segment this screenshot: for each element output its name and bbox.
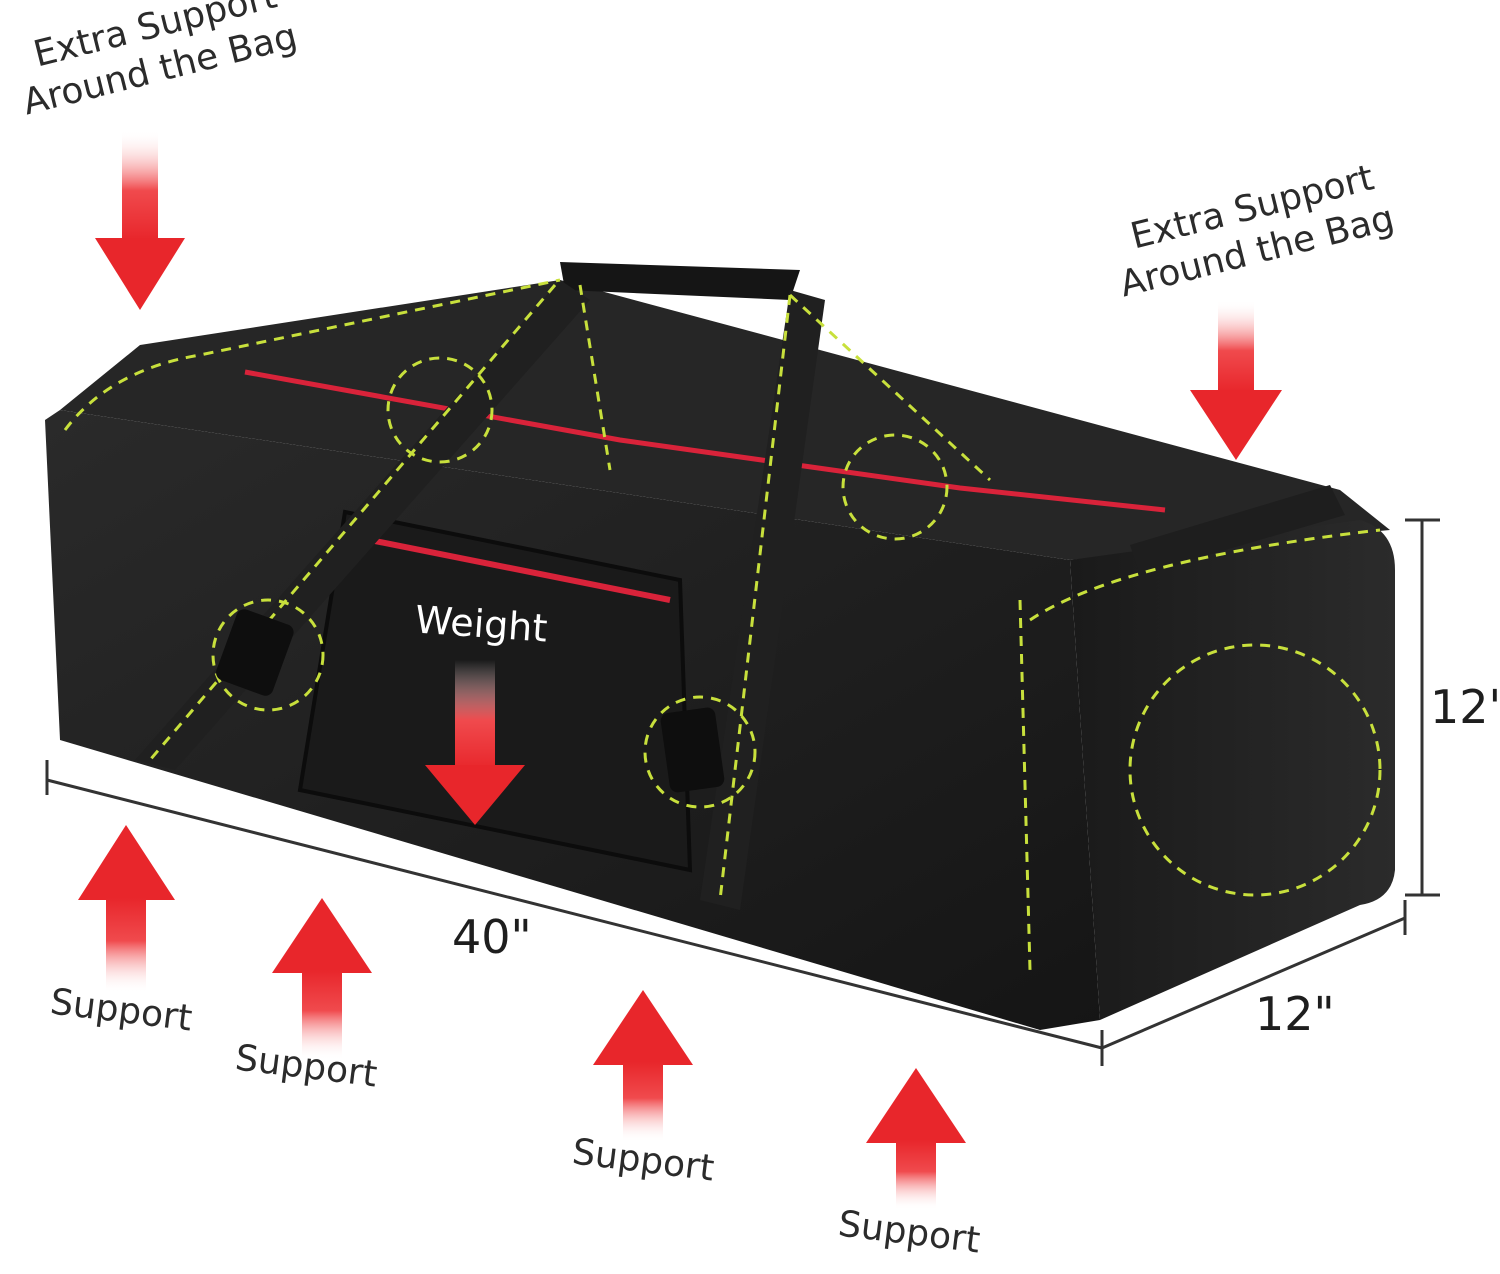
dimension-length: 40" (452, 910, 532, 964)
bag-end-panel (1070, 520, 1395, 1020)
weight-down-arrow (425, 660, 525, 825)
dimension-lines (45, 518, 1440, 1066)
duffel-bag (45, 262, 1395, 1030)
dimension-height: 12" (1430, 680, 1500, 734)
top-left-down-arrow (95, 130, 185, 310)
top-right-down-arrow (1190, 300, 1282, 460)
weight-label: Weight (413, 597, 549, 651)
support-up-arrow-1 (78, 825, 175, 993)
shoulder-strap-right (700, 290, 825, 910)
support-up-arrow-3 (593, 990, 693, 1142)
pocket-zipper-trim (344, 532, 671, 603)
cross-strap (1130, 485, 1345, 575)
carry-handle-pad (560, 262, 800, 300)
buckle-right (660, 707, 725, 793)
support-seam-highlights (63, 278, 1382, 971)
buckle-left (216, 609, 294, 696)
support-up-arrow-2 (272, 898, 372, 1060)
support-up-arrow-4 (866, 1068, 966, 1210)
dimension-depth: 12" (1255, 987, 1335, 1041)
bag-top-panel (60, 280, 1390, 560)
